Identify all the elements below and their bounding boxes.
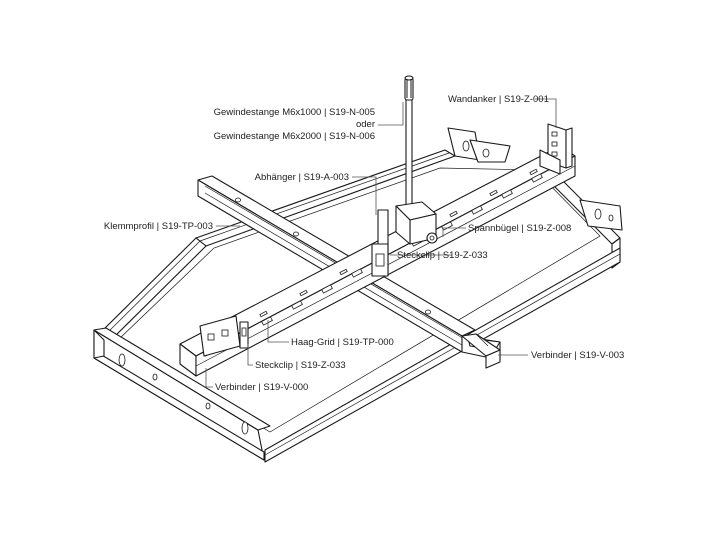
label-gewindestange-1: Gewindestange M6x1000 | S19-N-005: [214, 107, 375, 118]
labels: Gewindestange M6x1000 | S19-N-005 oder G…: [104, 94, 624, 393]
label-verbinder-right: Verbinder | S19-V-003: [531, 350, 624, 361]
label-gewindestange-2: Gewindestange M6x2000 | S19-N-006: [214, 131, 375, 142]
leader-lines: [205, 98, 557, 388]
label-steckclip-right: Steckclip | S19-Z-033: [397, 250, 488, 261]
label-klemmprofil: Klemmprofil | S19-TP-003: [104, 221, 213, 232]
hanger-assembly: [371, 201, 438, 277]
steckclip-left-part: [239, 321, 249, 349]
label-haag-grid: Haag-Grid | S19-TP-000: [291, 337, 394, 348]
label-wandanker: Wandanker | S19-Z-001: [448, 94, 549, 105]
right-connector: [461, 333, 501, 369]
threaded-rod: [404, 75, 414, 211]
label-gewindestange-oder: oder: [356, 119, 375, 130]
left-end-plate: [93, 327, 271, 461]
label-steckclip-left: Steckclip | S19-Z-033: [255, 360, 346, 371]
label-verbinder-left: Verbinder | S19-V-000: [215, 382, 308, 393]
label-spannbuegel: Spannbügel | S19-Z-008: [468, 223, 571, 234]
wandanker-part: [539, 123, 573, 175]
label-abhaenger: Abhänger | S19-A-003: [255, 172, 349, 183]
